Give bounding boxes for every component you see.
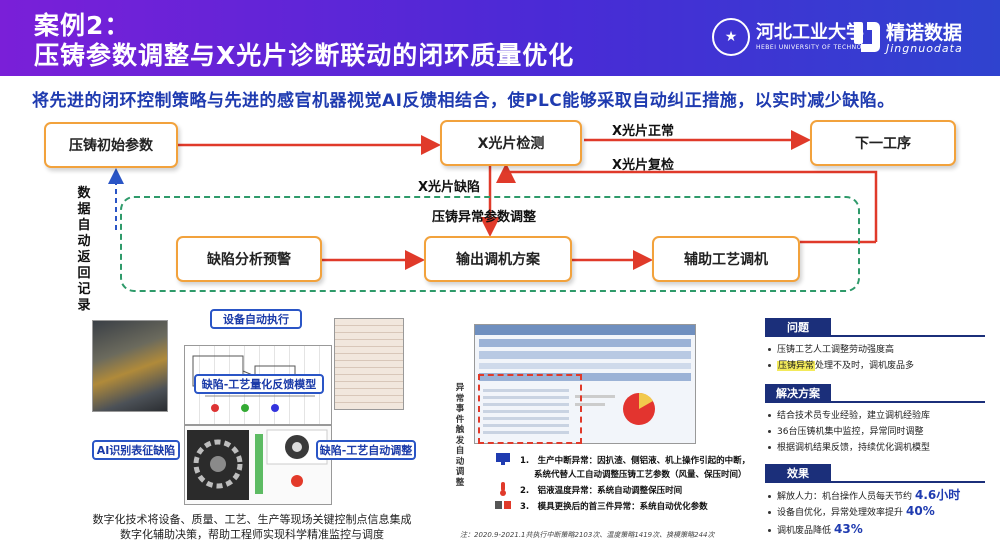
box-defect-analysis[interactable]: 缺陷分析预警	[176, 236, 322, 282]
brand-name: 精诺数据	[886, 22, 963, 44]
event-2: 2. 铝液温度异常：系统自动调整保压时间	[520, 486, 683, 496]
label-abnormal-adjust: 压铸异常参数调整	[432, 210, 537, 225]
label-xray-normal: X光片正常	[612, 124, 675, 139]
section-problem: 问题	[765, 318, 831, 336]
section-effect: 效果	[765, 464, 831, 482]
effect-value-1: 4.6小时	[915, 488, 961, 502]
event-3: 3. 模具更换后的首三件异常：系统自动优化参数	[520, 502, 708, 512]
label-xray-defect: X光片缺陷	[418, 180, 481, 195]
solution-item-2: 36台压铸机集中监控，异常同时调整	[768, 424, 923, 437]
abnormal-adjust-loop	[120, 196, 860, 292]
event-1-line1: 1. 生产中断异常：因扒渣、侧铝液、机上操作引起的中断，	[520, 456, 751, 466]
tag-auto-adjust: 缺陷-工艺自动调整	[316, 440, 416, 460]
thermometer-icon	[500, 482, 506, 496]
tag-quant-model: 缺陷-工艺量化反馈模型	[194, 374, 324, 394]
divider-effect	[765, 481, 985, 483]
effect-value-3: 43%	[834, 522, 863, 536]
highlight-die-casting-abnormal: 压铸异常	[777, 361, 816, 371]
solution-item-3: 根据调机结果反馈，持续优化调机模型	[768, 440, 930, 453]
stats-note: 注：2020.9-2021.1共执行中断策略2103次、温度策略1419次、换模…	[460, 531, 715, 539]
brand-logo: 精诺数据 Jingnuodata	[852, 16, 997, 60]
dashboard-mock	[475, 325, 695, 434]
photo-machine	[92, 320, 168, 412]
photo-data-panel	[334, 318, 404, 410]
solution-item-1: 结合技术员专业经验，建立调机经验库	[768, 408, 930, 421]
divider-problem	[765, 335, 985, 337]
divider-solution	[765, 401, 985, 403]
page-title-case: 案例2：	[34, 11, 131, 40]
dashboard-screenshot	[474, 324, 696, 444]
label-event-trigger: 异常事件触发自动调整	[455, 383, 465, 488]
university-name-en: HEBEI UNIVERSITY OF TECHNOLOGY	[756, 44, 880, 51]
caption-line2: 数字化辅助决策，帮助工程师实现科学精准监控与调度	[120, 528, 384, 541]
effect-value-2: 40%	[906, 504, 935, 518]
tag-auto-exec: 设备自动执行	[210, 309, 302, 329]
photo-xray-analysis	[184, 425, 332, 505]
page-title: 压铸参数调整与X光片诊断联动的闭环质量优化	[34, 41, 575, 70]
label-auto-return: 数据自动返回记录	[77, 186, 91, 313]
brand-name-en: Jingnuodata	[886, 42, 963, 55]
box-output-plan[interactable]: 输出调机方案	[424, 236, 572, 282]
university-seal-icon: ★	[712, 18, 750, 56]
brand-mark-icon	[854, 22, 880, 52]
section-solution: 解决方案	[765, 384, 831, 402]
event-1-line2: 系统代替人工自动调整压铸工艺参数（风量、保压时间）	[534, 470, 747, 480]
university-name: 河北工业大学	[756, 22, 864, 43]
monitor-icon	[496, 453, 510, 465]
mold-change-icon	[495, 501, 511, 509]
box-xray-detect[interactable]: X光片检测	[440, 120, 582, 166]
caption-line1: 数字化技术将设备、质量、工艺、生产等现场关键控制点信息集成	[92, 513, 412, 526]
box-assist-adjust[interactable]: 辅助工艺调机	[652, 236, 800, 282]
label-xray-recheck: X光片复检	[612, 158, 675, 173]
box-initial-params[interactable]: 压铸初始参数	[44, 122, 178, 168]
box-next-process[interactable]: 下一工序	[810, 120, 956, 166]
university-logo: ★ 河北工业大学 HEBEI UNIVERSITY OF TECHNOLOGY	[712, 16, 879, 60]
problem-item-1: 压铸工艺人工调整劳动强度高	[768, 342, 894, 355]
xray-image	[187, 429, 328, 500]
problem-item-2: 压铸异常处理不及时，调机废品多	[768, 358, 914, 371]
header-banner: 案例2： 压铸参数调整与X光片诊断联动的闭环质量优化 ★ 河北工业大学 HEBE…	[0, 0, 1000, 76]
arrow-recheck	[506, 170, 878, 242]
tag-ai-recognize: AI识别表征缺陷	[92, 440, 180, 460]
subtitle: 将先进的闭环控制策略与先进的感官机器视觉AI反馈相结合，使PLC能够采取自动纠正…	[32, 91, 895, 111]
highlight-event-table	[478, 374, 582, 444]
